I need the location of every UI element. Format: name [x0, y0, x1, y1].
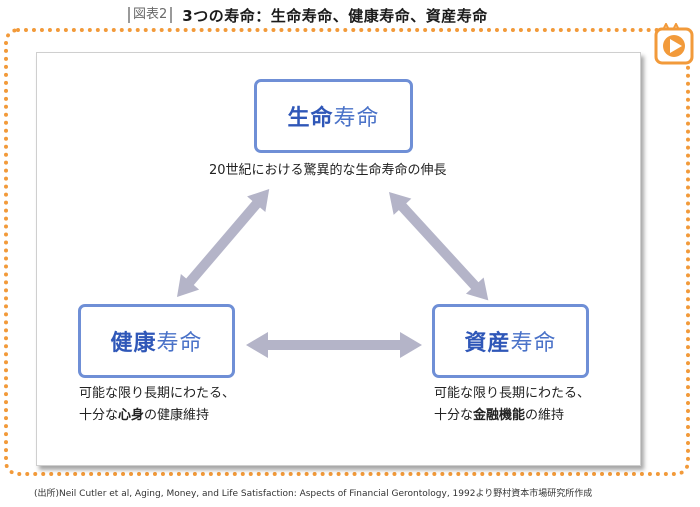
caption-assets-post: の維持	[525, 408, 565, 423]
caption-life: 20世紀における驚異的な生命寿命の伸長	[209, 160, 447, 182]
node-life-bold: 生命	[287, 106, 334, 131]
caption-health-line2: 十分な心身の健康維持	[79, 405, 235, 427]
node-health: 健康寿命	[78, 304, 235, 378]
caption-assets-pre: 十分な	[434, 408, 474, 423]
figure-label: 図表2	[128, 7, 173, 23]
caption-health-bold: 心身	[118, 408, 145, 423]
caption-life-text: 20世紀における驚異的な生命寿命の伸長	[209, 163, 447, 178]
caption-assets: 可能な限り長期にわたる、 十分な金融機能の維持	[434, 383, 590, 427]
caption-assets-line2: 十分な金融機能の維持	[434, 405, 590, 427]
node-assets-bold: 資産	[464, 331, 511, 356]
caption-health: 可能な限り長期にわたる、 十分な心身の健康維持	[79, 383, 235, 427]
dotted-frame	[4, 28, 690, 476]
node-assets-regular: 寿命	[510, 331, 557, 356]
node-health-regular: 寿命	[156, 331, 203, 356]
caption-assets-bold: 金融機能	[473, 408, 526, 423]
play-icon[interactable]	[654, 23, 694, 67]
node-life-regular: 寿命	[333, 106, 380, 131]
caption-assets-line1: 可能な限り長期にわたる、	[434, 386, 591, 401]
caption-health-line1: 可能な限り長期にわたる、	[79, 386, 236, 401]
node-life: 生命寿命	[254, 79, 413, 153]
figure-title: 3つの寿命：生命寿命、健康寿命、資産寿命	[182, 6, 488, 25]
source-note: (出所)Neil Cutler et al, Aging, Money, and…	[34, 489, 593, 499]
node-assets: 資産寿命	[432, 304, 589, 378]
figure-header: 図表2 3つの寿命：生命寿命、健康寿命、資産寿命	[128, 4, 488, 26]
caption-health-post: の健康維持	[144, 408, 210, 423]
caption-health-pre: 十分な	[79, 408, 119, 423]
node-health-bold: 健康	[110, 331, 157, 356]
